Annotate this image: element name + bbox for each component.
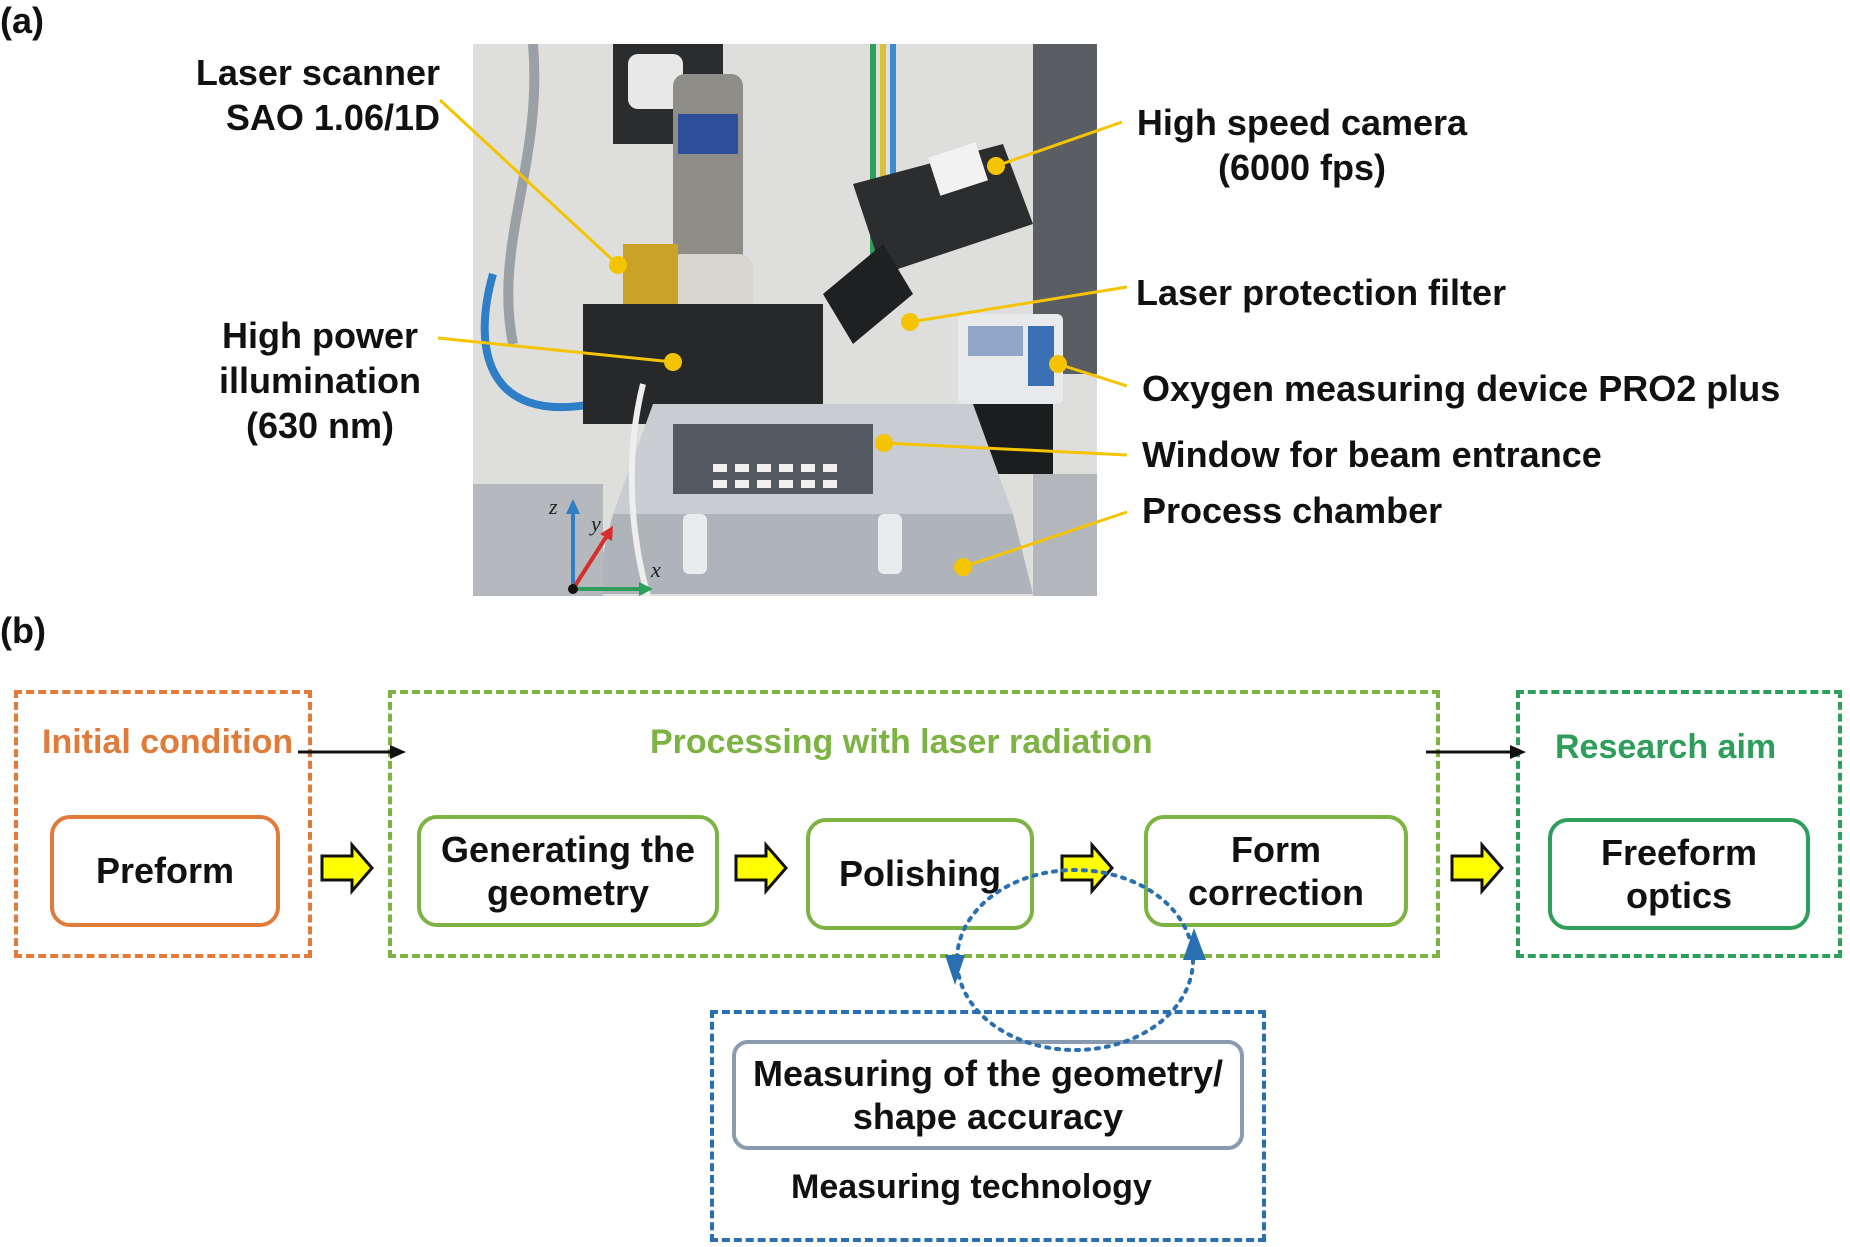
setup-photo: z y x [473, 44, 1097, 596]
callout-illumination: High power illumination (630 nm) [219, 315, 421, 446]
research-aim-zone [1516, 690, 1842, 958]
arrow-generating-to-polishing [734, 840, 788, 896]
axis-y-label: y [589, 511, 601, 536]
callout-filter: Laser protection filter [1136, 272, 1507, 313]
callout-window: Window for beam entrance [1142, 434, 1602, 475]
panel-b-label: (b) [0, 610, 46, 651]
callout-chamber: Process chamber [1142, 490, 1443, 531]
polishing-box: Polishing [806, 818, 1034, 930]
callout-camera: High speed camera (6000 fps) [1136, 102, 1468, 188]
callout-laser-scanner: Laser scanner SAO 1.06/1D [195, 52, 440, 138]
measurement-loop [955, 868, 1195, 1052]
initial-condition-zone [14, 690, 312, 958]
arrow-initial-to-processing [320, 840, 374, 896]
measuring-technology-zone [710, 1010, 1266, 1242]
measuring-geometry-box: Measuring of the geometry/shape accuracy [732, 1040, 1244, 1150]
arrow-processing-to-research [1450, 840, 1504, 896]
initial-condition-title: Initial condition [42, 723, 294, 761]
processing-title: Processing with laser radiation [650, 723, 1153, 761]
measuring-technology-title: Measuring technology [791, 1168, 1152, 1206]
axis-x-label: x [650, 557, 661, 582]
arrow-polishing-to-correction [1060, 840, 1114, 896]
research-aim-title: Research aim [1555, 728, 1777, 766]
preform-box: Preform [50, 815, 280, 927]
panel-a-label: (a) [0, 0, 44, 41]
axis-z-label: z [548, 494, 558, 519]
callout-oxygen: Oxygen measuring device PRO2 plus [1142, 368, 1781, 409]
processing-zone [388, 690, 1440, 958]
